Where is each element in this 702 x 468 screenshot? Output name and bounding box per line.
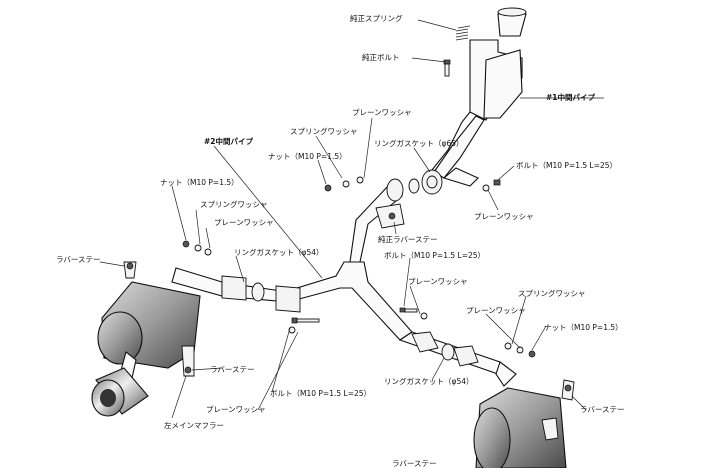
label-pipe-1: #1中間パイプ bbox=[546, 92, 596, 102]
label-nut-left: ナット（M10 P=1.5） bbox=[160, 178, 239, 187]
label-spring-washer-right: スプリングワッシャ bbox=[518, 288, 586, 298]
label-nut-top: ナット（M10 P=1.5） bbox=[268, 152, 347, 161]
hardware-right-top bbox=[482, 179, 501, 192]
label-ring-gasket-54-right: リングガスケット（φ54） bbox=[384, 376, 474, 386]
label-spring-washer-left: スプリングワッシャ bbox=[200, 199, 268, 209]
label-plain-washer-right: プレーンワッシャ bbox=[466, 306, 526, 315]
label-plain-washer-top: プレーンワッシャ bbox=[352, 108, 412, 117]
label-plain-washer-right-top: プレーンワッシャ bbox=[474, 212, 534, 221]
label-pipe-2: #2中間パイプ bbox=[204, 136, 254, 146]
label-rubber-stay-left-bottom: ラバーステー bbox=[210, 365, 255, 374]
label-nut-right: ナット（M10 P=1.5） bbox=[544, 323, 623, 332]
label-ring-gasket-54-left: リングガスケット（φ54） bbox=[234, 247, 324, 257]
label-plain-washer-mid: プレーンワッシャ bbox=[408, 277, 468, 286]
label-spring-washer-top: スプリングワッシャ bbox=[290, 126, 358, 136]
genuine-spring-part bbox=[455, 25, 471, 41]
part-labels: 純正スプリング 純正ボルト #1中間パイプ プレーンワッシャ スプリングワッシャ… bbox=[56, 13, 625, 468]
label-bolt-bottom: ボルト（M10 P=1.5 L=25） bbox=[270, 389, 371, 398]
rubber-stay-right bbox=[541, 379, 575, 441]
label-genuine-bolt: 純正ボルト bbox=[362, 52, 400, 62]
label-plain-washer-left: プレーンワッシャ bbox=[214, 218, 274, 227]
genuine-bolt-part bbox=[443, 59, 451, 77]
leader-lines bbox=[99, 19, 604, 419]
label-rubber-stay-right: ラバーステー bbox=[580, 405, 625, 414]
label-ring-gasket-65: リングガスケット（φ65） bbox=[374, 138, 464, 148]
label-bolt-right-top: ボルト（M10 P=1.5 L=25） bbox=[516, 161, 617, 170]
label-bolt-mid: ボルト（M10 P=1.5 L=25） bbox=[384, 251, 485, 260]
label-plain-washer-bottom: プレーンワッシャ bbox=[206, 405, 266, 414]
label-genuine-spring: 純正スプリング bbox=[350, 13, 403, 23]
label-rubber-stay-bottom: ラバーステー bbox=[392, 459, 437, 468]
front-pipe-1 bbox=[431, 7, 527, 187]
flange-right bbox=[411, 331, 479, 367]
label-genuine-rubber-stay: 純正ラバーステー bbox=[378, 234, 438, 244]
flange-top bbox=[386, 169, 443, 202]
rubber-stay-left bbox=[123, 261, 195, 377]
hardware-bottom bbox=[288, 317, 320, 334]
hardware-top bbox=[324, 176, 364, 192]
hardware-left bbox=[182, 240, 212, 256]
right-muffler-part bbox=[473, 387, 567, 468]
flange-left bbox=[221, 275, 301, 313]
genuine-rubber-stay-part bbox=[375, 203, 405, 229]
hardware-mid bbox=[399, 307, 428, 320]
hardware-right bbox=[504, 342, 536, 358]
label-rubber-stay-left-top: ラバーステー bbox=[56, 255, 101, 264]
label-left-main-muffler: 左メインマフラー bbox=[164, 420, 224, 430]
